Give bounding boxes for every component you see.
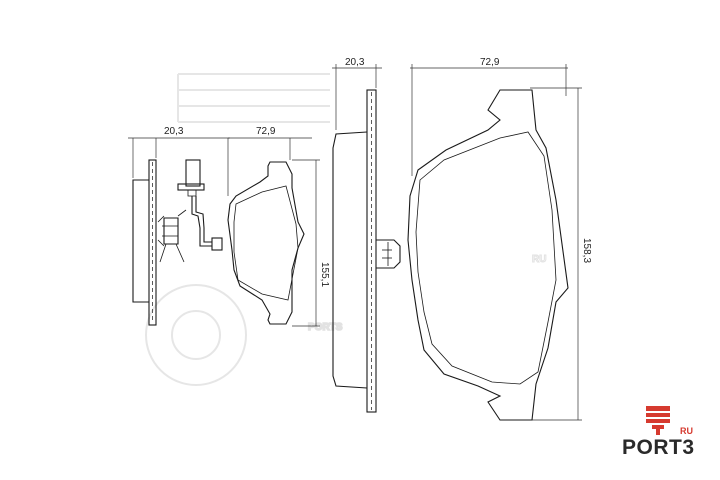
brand-logo: RU PORT3 [622, 406, 702, 462]
small-side-view [132, 159, 187, 326]
large-dimensions: 20,3 72,9 158,3 [332, 57, 592, 421]
piston-icon [646, 406, 670, 435]
dim-width-small: 72,9 [256, 126, 276, 137]
dim-thickness-large: 20,3 [345, 57, 365, 68]
watermark: PORTS RU [145, 73, 547, 386]
small-front-view [227, 161, 305, 325]
large-front-view [407, 89, 569, 421]
watermark-text: PORTS [308, 322, 343, 333]
logo-ru: RU [680, 426, 693, 436]
dim-thickness-small: 20,3 [164, 126, 184, 137]
dim-height-small: 155,1 [319, 262, 330, 287]
wear-sensor [177, 159, 223, 251]
small-dimensions: 20,3 72,9 155,1 [128, 126, 330, 327]
dim-height-large: 158,3 [581, 238, 592, 263]
watermark-suffix: RU [532, 254, 546, 265]
large-side-view [332, 89, 401, 413]
logo-name: PORT3 [622, 436, 695, 459]
dim-width-large: 72,9 [480, 57, 500, 68]
